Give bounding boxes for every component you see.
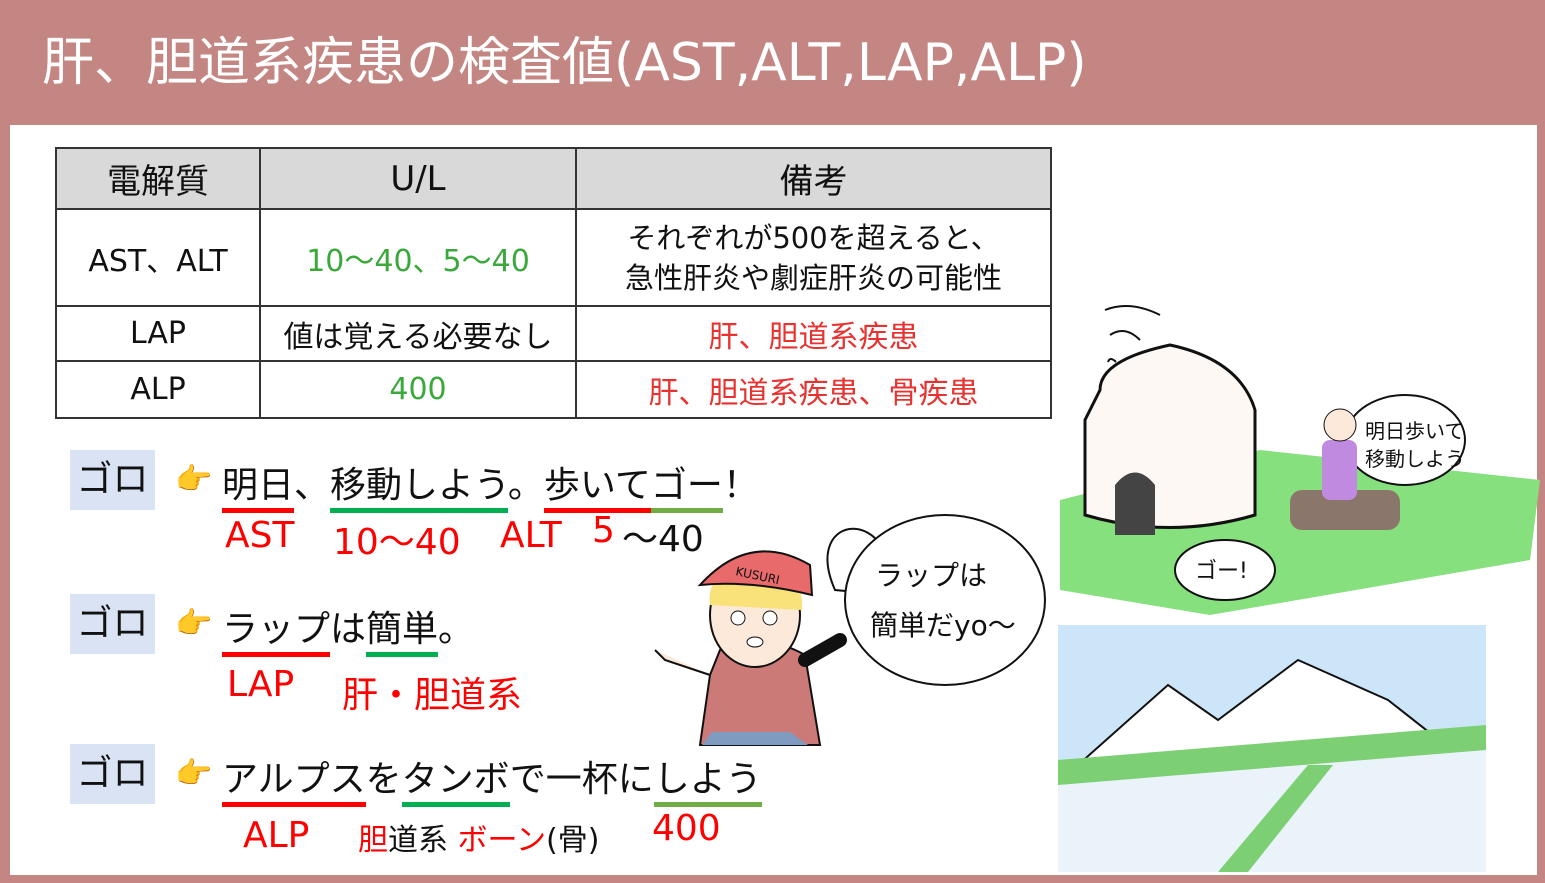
sub-alt-low: 5 bbox=[592, 510, 615, 551]
cell-note: それぞれが500を超えると、急性肝炎や劇症肝炎の可能性 bbox=[575, 208, 1052, 307]
mountain-field-illustration bbox=[1058, 625, 1486, 872]
horse bbox=[1290, 490, 1400, 530]
cell-note: 肝、胆道系疾患、骨疾患 bbox=[575, 360, 1052, 419]
goro-label: ゴロ bbox=[70, 744, 155, 804]
goro-label: ゴロ bbox=[70, 594, 155, 654]
segment: ゴー bbox=[650, 465, 723, 513]
boy-illustration: ラップは 簡単だyo～ KUSURI bbox=[654, 514, 1046, 746]
table-row: ALP 400 肝、胆道系疾患、骨疾患 bbox=[55, 360, 1052, 419]
sub-alp-value: 400 bbox=[652, 808, 721, 849]
yurt bbox=[1083, 343, 1257, 529]
sub-alp: ALP bbox=[243, 815, 310, 856]
sub-alt-high: ～40 bbox=[622, 519, 704, 560]
sub-ast-range: 10～40 bbox=[333, 522, 461, 563]
segment: タン bbox=[401, 759, 474, 807]
sub-lap: LAP bbox=[227, 664, 295, 705]
segment: 。 bbox=[507, 465, 544, 506]
segment: 明日 bbox=[222, 465, 295, 513]
table-row: LAP 値は覚える必要なし 肝、胆道系疾患 bbox=[55, 305, 1052, 362]
note-line: 急性肝炎や劇症肝炎の可能性 bbox=[624, 260, 1002, 295]
cell-name: AST、ALT bbox=[55, 208, 261, 307]
pointing-hand-icon: 👉 bbox=[175, 606, 213, 641]
boy-jeans bbox=[702, 732, 808, 745]
slide-title: 肝、胆道系疾患の検査値(AST,ALT,LAP,ALP) bbox=[42, 33, 1087, 93]
road bbox=[1058, 725, 1486, 785]
cell-name: LAP bbox=[55, 305, 261, 362]
segment: 移動 bbox=[330, 465, 403, 513]
bubble-boy-line: 簡単だyo～ bbox=[870, 609, 1016, 642]
segment: 簡単 bbox=[366, 609, 439, 657]
sub-alt: ALT bbox=[500, 515, 562, 556]
table-header-row: 電解質 U/L 備考 bbox=[55, 147, 1052, 210]
segment: アルプス bbox=[222, 759, 366, 807]
sub-ast: AST bbox=[225, 515, 295, 556]
segment: 歩いて bbox=[543, 465, 651, 513]
cell-value: 値は覚える必要なし bbox=[259, 305, 577, 362]
sub-text: ボーン bbox=[457, 823, 547, 858]
pointing-hand-icon: 👉 bbox=[175, 462, 213, 497]
bubble-rider-line: 明日歩いて bbox=[1365, 419, 1464, 443]
rider bbox=[1322, 440, 1357, 500]
goro-label: ゴロ bbox=[70, 450, 155, 510]
smoke bbox=[1104, 305, 1161, 363]
cell-note: 肝、胆道系疾患 bbox=[575, 305, 1052, 362]
sub-biliary: 胆道系 ボーン(骨) bbox=[358, 815, 599, 859]
bubble-boy-line: ラップは bbox=[875, 559, 987, 592]
lab-values-table: 電解質 U/L 備考 AST、ALT 10～40、5～40 それぞれが500を超… bbox=[55, 147, 1052, 419]
segment: は bbox=[330, 609, 367, 650]
segment: で一杯に bbox=[509, 759, 654, 800]
segment: しよう bbox=[402, 465, 508, 513]
yurt-door bbox=[1115, 472, 1155, 535]
cell-name: ALP bbox=[55, 360, 261, 419]
segment: ボ bbox=[473, 759, 510, 807]
sub-liver-biliary: 肝・胆道系 bbox=[342, 675, 523, 716]
sub-text: 道系 bbox=[388, 823, 448, 858]
segment: を bbox=[365, 759, 402, 800]
segment: 。 bbox=[438, 609, 475, 650]
mnemonic-line: 明日、移動しよう。歩いてゴー！ bbox=[222, 456, 759, 513]
bubble-horse-text: ゴー! bbox=[1195, 559, 1248, 584]
header-electrolyte: 電解質 bbox=[55, 147, 261, 210]
bubble-rider-line: 移動しよう bbox=[1365, 447, 1465, 471]
cell-value: 10～40、5～40 bbox=[259, 208, 577, 307]
table-row: AST、ALT 10～40、5～40 それぞれが500を超えると、急性肝炎や劇症… bbox=[55, 208, 1052, 307]
sub-text: 胆 bbox=[358, 823, 388, 858]
segment: 、 bbox=[294, 465, 331, 506]
header-unit: U/L bbox=[259, 147, 577, 210]
boy-cap bbox=[697, 550, 814, 597]
cell-value: 400 bbox=[259, 360, 577, 419]
header-notes: 備考 bbox=[575, 147, 1052, 210]
segment: ！ bbox=[722, 465, 759, 506]
speech-bubble-horse bbox=[1174, 539, 1276, 601]
mnemonic-line: アルプスをタンボで一杯にしよう bbox=[222, 750, 762, 807]
note-line: それぞれが500を超えると、 bbox=[627, 220, 1000, 255]
pointing-hand-icon: 👉 bbox=[175, 756, 213, 791]
yurt-illustration: 明日歩いて 移動しよう ゴー! bbox=[1060, 305, 1540, 615]
speech-bubble-boy bbox=[844, 514, 1046, 686]
mnemonic-line: ラップは簡単。 bbox=[222, 600, 475, 657]
road bbox=[1218, 765, 1333, 872]
segment: しよう bbox=[653, 759, 762, 807]
segment: ラップ bbox=[222, 609, 331, 657]
sub-text: (骨) bbox=[546, 823, 600, 858]
